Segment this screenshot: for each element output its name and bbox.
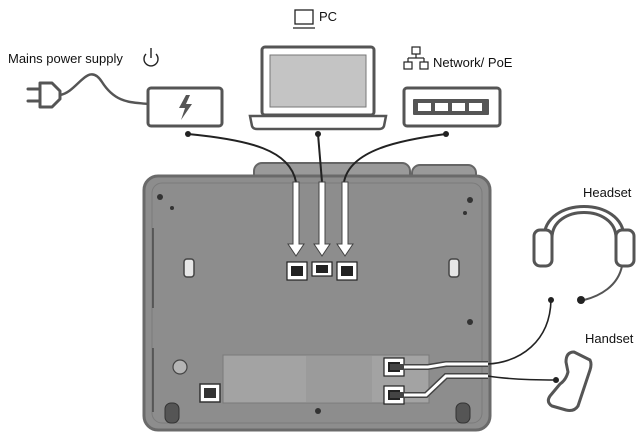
device-cables	[187, 133, 447, 183]
cable-ends	[185, 131, 449, 137]
network-switch	[402, 86, 502, 128]
insertion-arrows	[287, 181, 354, 257]
headset-label: Headset	[583, 185, 632, 200]
power-adapter	[146, 86, 224, 128]
pc-label: PC	[319, 9, 338, 24]
handset	[546, 350, 593, 412]
mains-plug	[26, 81, 62, 109]
audio-cable-pipes	[390, 361, 488, 398]
phone-base	[142, 162, 492, 432]
monitor-icon	[293, 9, 315, 29]
power-symbol-icon	[143, 48, 159, 67]
headset	[532, 205, 636, 301]
laptop	[248, 45, 388, 131]
lightning-icon	[179, 95, 192, 120]
network-poe-label: Network/ PoE	[433, 55, 513, 70]
audio-cables	[487, 299, 557, 381]
network-icon	[403, 46, 429, 70]
power-cable	[59, 73, 149, 106]
handset-label: Handset	[585, 331, 634, 346]
rear-ports	[286, 261, 358, 281]
mains-power-supply-label: Mains power supply	[8, 51, 123, 66]
